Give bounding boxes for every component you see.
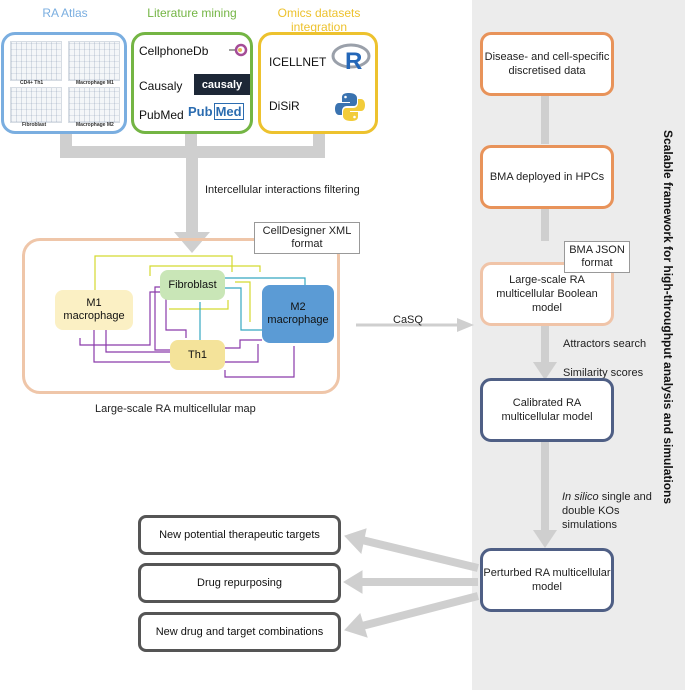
- insilico-label: In silico single and double KOs simulati…: [562, 490, 666, 532]
- output-therapeutic-targets: New potential therapeutic targets: [138, 515, 341, 555]
- causaly-label: Causaly: [139, 79, 183, 93]
- atlas-thumb-th1: [10, 41, 62, 81]
- step-discretised-data: Disease- and cell-specific discretised d…: [480, 32, 614, 96]
- cellphonedb-label: CellphoneDb: [139, 44, 209, 58]
- atlas-thumb-label: Fibroblast: [22, 122, 47, 128]
- node-fibroblast: Fibroblast: [160, 270, 225, 300]
- r-logo-icon: [331, 43, 371, 69]
- literature-title: Literature mining: [147, 6, 237, 20]
- disir-label: DiSiR: [269, 99, 300, 113]
- bma-json-format-label: BMA JSON format: [564, 241, 630, 273]
- step-bma-hpc: BMA deployed in HPCs: [480, 145, 614, 209]
- node-m1-macrophage: M1 macrophage: [55, 290, 133, 330]
- omics-title: Omics datasets integration: [277, 6, 361, 34]
- map-caption: Large-scale RA multicellular map: [95, 403, 256, 415]
- atlas-thumb-m2: [68, 87, 120, 123]
- similarity-label: Similarity scores: [563, 367, 644, 379]
- output-arrows: [343, 528, 480, 638]
- atlas-thumb-label: Macrophage M2: [76, 122, 114, 128]
- pubmed-label: PubMed: [139, 108, 184, 122]
- framework-spine: [533, 96, 557, 548]
- node-m2-macrophage: M2 macrophage: [262, 285, 334, 343]
- output-drug-target-combinations: New drug and target combinations: [138, 612, 341, 652]
- casq-arrow: [356, 318, 474, 332]
- insilico-italic: In silico: [562, 491, 599, 503]
- pubmed-logo-med: Med: [213, 103, 244, 120]
- attractors-label: Attractors search: [563, 338, 647, 350]
- output-drug-repurposing: Drug repurposing: [138, 563, 341, 603]
- multicellular-map-box: [22, 238, 340, 394]
- step-perturbed-model: Perturbed RA multicellular model: [480, 548, 614, 612]
- causaly-logo: causaly: [194, 74, 250, 95]
- celldesigner-format-label: CellDesigner XML format: [254, 222, 360, 254]
- icellnet-label: ICELLNET: [269, 55, 327, 69]
- atlas-thumb-fibroblast: [10, 87, 62, 123]
- cellphonedb-logo-icon: [229, 43, 248, 57]
- framework-title: Scalable framework for high-throughput a…: [661, 130, 675, 505]
- step-calibrated-model: Calibrated RA multicellular model: [480, 378, 614, 442]
- source-connectors: [60, 134, 325, 253]
- omics-box: ICELLNET R DiSiR: [258, 32, 378, 134]
- ra-atlas-box: CD4+ Th1 Macrophage M1 Fibroblast Macrop…: [1, 32, 127, 134]
- python-logo-icon: [335, 93, 365, 121]
- insilico-rest: single and double KOs simulations: [562, 491, 652, 531]
- ra-atlas-title: RA Atlas: [42, 6, 88, 20]
- atlas-thumb-m1: [68, 41, 120, 81]
- atlas-thumb-label: Macrophage M1: [76, 80, 114, 86]
- pubmed-logo-pub: Pub: [188, 104, 213, 119]
- node-th1: Th1: [170, 340, 225, 370]
- atlas-thumb-label: CD4+ Th1: [20, 80, 44, 86]
- casq-label: CaSQ: [393, 314, 423, 326]
- filter-label: Intercellular interactions filtering: [205, 184, 360, 196]
- r-logo-letter: R: [345, 48, 363, 75]
